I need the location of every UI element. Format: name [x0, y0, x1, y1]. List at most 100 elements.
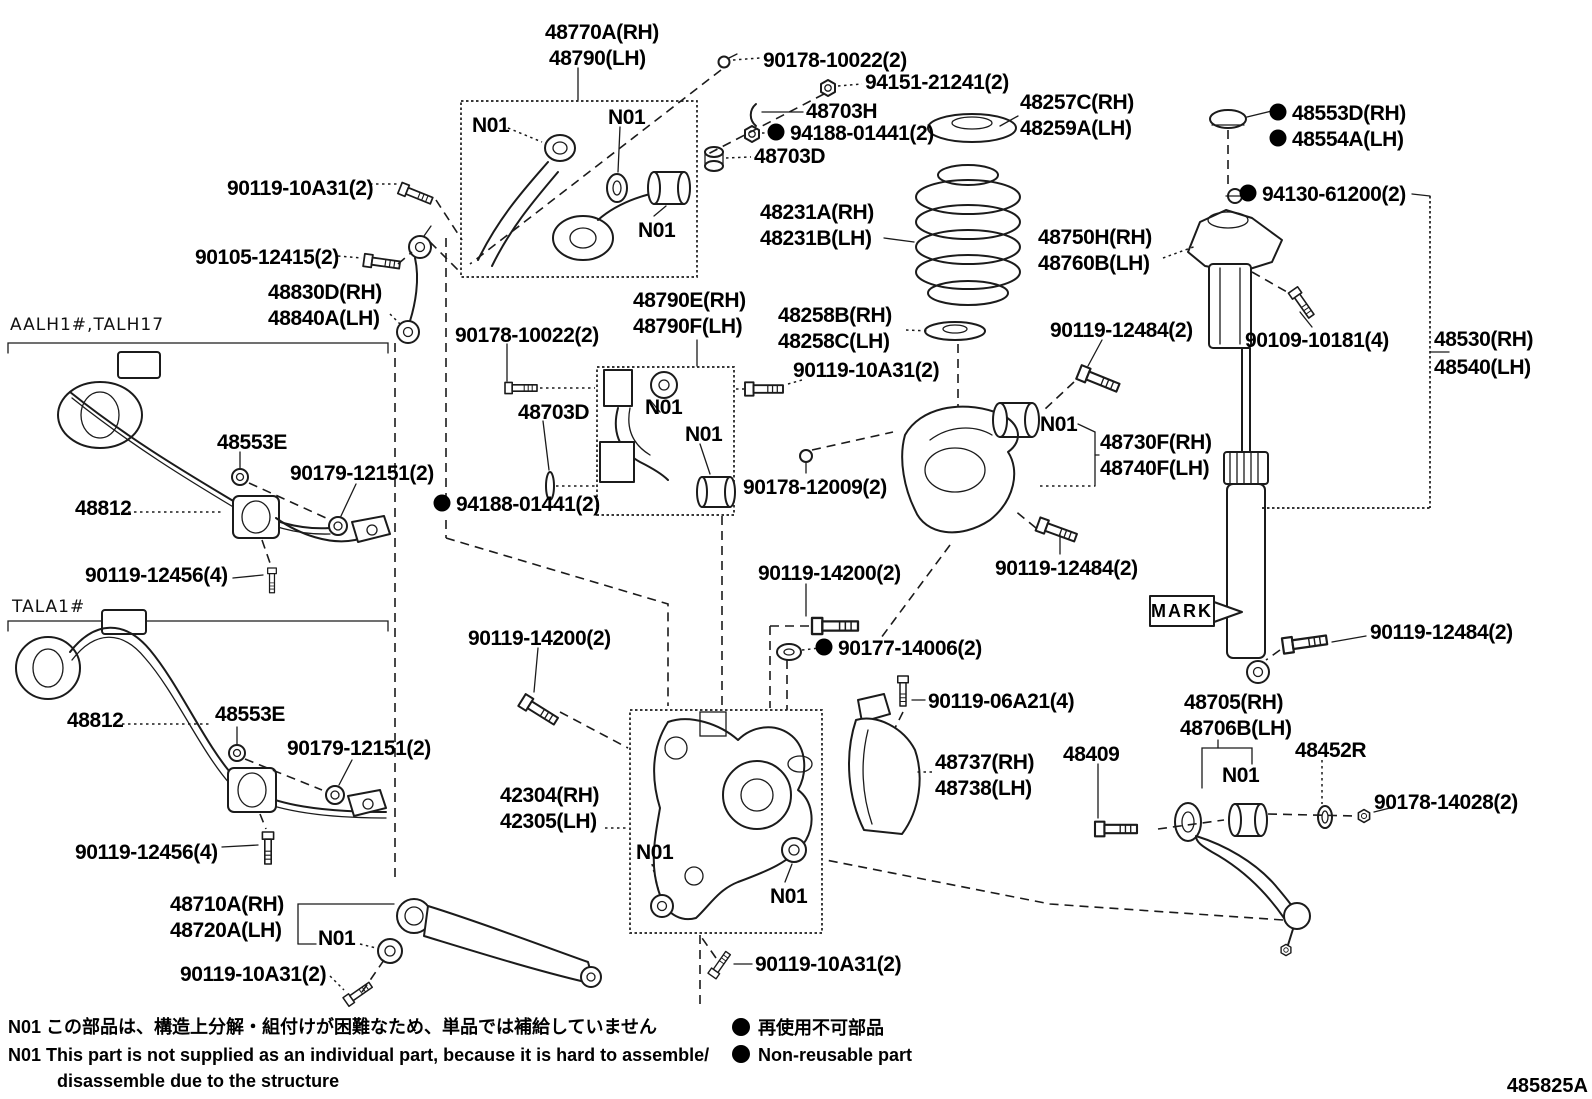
part-label-90119-10a31-a[interactable]: 90119-10A31(2) — [227, 177, 374, 200]
splash-shield-drawing — [848, 693, 932, 835]
part-label-48812-b[interactable]: 48812 — [67, 709, 124, 732]
non-reusable-dot-icon — [1269, 103, 1287, 121]
part-label-48553e-a[interactable]: 48553E — [217, 431, 288, 454]
part-label-48530-rh[interactable]: 48530(RH) — [1434, 328, 1534, 351]
part-label-90119-06a21[interactable]: 90119-06A21(4) — [928, 690, 1075, 713]
part-label-48553e-b[interactable]: 48553E — [215, 703, 286, 726]
part-label-42305-lh[interactable]: 42305(LH) — [500, 810, 597, 833]
part-label-48760b-lh[interactable]: 48760B(LH) — [1038, 252, 1150, 275]
part-label-48730f-rh[interactable]: 48730F(RH) — [1100, 431, 1212, 454]
part-label-48790e-rh[interactable]: 48790E(RH) — [633, 289, 746, 312]
front-lower-arm-drawing — [297, 898, 602, 1008]
part-label-42304-rh[interactable]: 42304(RH) — [500, 784, 600, 807]
part-label-48790f-lh[interactable]: 48790F(LH) — [633, 315, 743, 338]
part-label-48705-rh[interactable]: 48705(RH) — [1184, 691, 1284, 714]
toe-control-arm-box-drawing — [504, 339, 803, 516]
part-label-48840a-lh[interactable]: 48840A(LH) — [268, 307, 380, 330]
part-label-94151-21241[interactable]: 94151-21241(2) — [865, 71, 1009, 94]
note-ref-n01-6: N01 — [1040, 413, 1078, 436]
figure-code: 485825A — [1507, 1075, 1588, 1097]
part-labels: 48770A(RH)48790(LH)90178-10022(2)94151-2… — [67, 21, 1534, 986]
section-label-upper-stabilizer: AALH1#,TALH17 — [10, 315, 164, 335]
note-ref-n01-1: N01 — [472, 114, 510, 137]
mark-label: MARK — [1151, 601, 1213, 621]
part-label-48812-a[interactable]: 48812 — [75, 497, 132, 520]
part-label-48258c-lh[interactable]: 48258C(LH) — [778, 330, 890, 353]
part-label-90119-12484-a[interactable]: 90119-12484(2) — [1050, 319, 1193, 342]
part-label-48790-lh[interactable]: 48790(LH) — [549, 47, 646, 70]
part-label-48710a-rh[interactable]: 48710A(RH) — [170, 893, 284, 916]
upper-control-arm-drawing — [460, 67, 698, 278]
rear-lower-control-arm-drawing — [825, 631, 1391, 957]
part-label-48703d-a[interactable]: 48703D — [754, 145, 826, 168]
part-label-48258b-rh[interactable]: 48258B(RH) — [778, 304, 892, 327]
non-reusable-dot-icon — [767, 123, 785, 141]
shock-absorber-drawing — [1162, 109, 1317, 684]
non-reusable-dot-icon — [433, 494, 451, 512]
part-label-48231b-lh[interactable]: 48231B(LH) — [760, 227, 872, 250]
part-label-90119-12484-b[interactable]: 90119-12484(2) — [995, 557, 1138, 580]
part-label-48259a-lh[interactable]: 48259A(LH) — [1020, 117, 1132, 140]
part-label-90119-10a31-d[interactable]: 90119-10A31(2) — [755, 953, 902, 976]
part-label-48554a-lh[interactable]: 48554A(LH) — [1292, 128, 1404, 151]
part-label-90119-12456-a[interactable]: 90119-12456(4) — [85, 564, 228, 587]
part-label-90179-12151-b[interactable]: 90179-12151(2) — [287, 737, 431, 760]
part-label-48231a-rh[interactable]: 48231A(RH) — [760, 201, 874, 224]
part-label-48770a-rh[interactable]: 48770A(RH) — [545, 21, 659, 44]
part-label-48703d-b[interactable]: 48703D — [518, 401, 590, 424]
note-n01-japanese: N01 この部品は、構造上分解・組付けが困難なため、単品では補給していません — [8, 1016, 657, 1037]
non-reusable-dot-icon — [1239, 184, 1257, 202]
part-label-90119-12456-b[interactable]: 90119-12456(4) — [75, 841, 218, 864]
part-label-90177-14006[interactable]: 90177-14006(2) — [838, 637, 982, 660]
stabilizer-bar-lower-drawing — [15, 609, 387, 865]
part-label-48830d-rh[interactable]: 48830D(RH) — [268, 281, 382, 304]
part-label-48540-lh[interactable]: 48540(LH) — [1434, 356, 1531, 379]
part-label-94130-61200[interactable]: 94130-61200(2) — [1262, 183, 1406, 206]
part-label-48703h[interactable]: 48703H — [806, 100, 878, 123]
part-label-90109-10181[interactable]: 90109-10181(4) — [1245, 329, 1389, 352]
part-label-90178-12009[interactable]: 90178-12009(2) — [743, 476, 887, 499]
note-ref-n01-10: N01 — [1222, 764, 1260, 787]
section-label-lower-stabilizer: TALA1# — [11, 597, 85, 617]
note-n01-english-line1: N01 This part is not supplied as an indi… — [8, 1045, 709, 1065]
part-label-48706b-lh[interactable]: 48706B(LH) — [1180, 717, 1292, 740]
coil-spring-drawing — [883, 113, 1021, 468]
legend-non-reusable-japanese: 再使用不可部品 — [758, 1017, 884, 1038]
part-label-48740f-lh[interactable]: 48740F(LH) — [1100, 457, 1210, 480]
part-label-94188-01441-b[interactable]: 94188-01441(2) — [456, 493, 600, 516]
part-label-94188-01441-a[interactable]: 94188-01441(2) — [790, 122, 934, 145]
part-label-90119-12484-c[interactable]: 90119-12484(2) — [1370, 621, 1513, 644]
part-label-90119-10a31-c[interactable]: 90119-10A31(2) — [180, 963, 327, 986]
rear-axle-knuckle-drawing — [605, 709, 823, 934]
part-label-90178-14028[interactable]: 90178-14028(2) — [1374, 791, 1518, 814]
part-label-48738-lh[interactable]: 48738(LH) — [935, 777, 1032, 800]
part-label-90119-14200-b[interactable]: 90119-14200(2) — [468, 627, 611, 650]
note-ref-n01-8: N01 — [770, 885, 808, 908]
part-label-90119-14200-a[interactable]: 90119-14200(2) — [758, 562, 901, 585]
non-reusable-dot-icon — [732, 1045, 750, 1063]
part-label-48737-rh[interactable]: 48737(RH) — [935, 751, 1035, 774]
section-brackets — [7, 238, 447, 878]
part-label-48409[interactable]: 48409 — [1063, 743, 1120, 766]
part-label-48257c-rh[interactable]: 48257C(RH) — [1020, 91, 1134, 114]
part-label-48720a-lh[interactable]: 48720A(LH) — [170, 919, 282, 942]
note-ref-n01-3: N01 — [638, 219, 676, 242]
part-label-90119-10a31-b[interactable]: 90119-10A31(2) — [793, 359, 940, 382]
part-label-48553d-rh[interactable]: 48553D(RH) — [1292, 102, 1406, 125]
note-ref-n01-5: N01 — [685, 423, 723, 446]
note-ref-n01-9: N01 — [318, 927, 356, 950]
part-label-90179-12151-a[interactable]: 90179-12151(2) — [290, 462, 434, 485]
top-fasteners — [469, 53, 863, 265]
mark-callout: MARK — [1149, 595, 1243, 627]
note-ref-n01-2: N01 — [608, 106, 646, 129]
note-ref-n01-4: N01 — [645, 396, 683, 419]
part-label-90105-12415[interactable]: 90105-12415(2) — [195, 246, 339, 269]
knuckle-fasteners — [445, 516, 926, 1004]
part-label-48750h-rh[interactable]: 48750H(RH) — [1038, 226, 1152, 249]
non-reusable-dot-icon — [732, 1018, 750, 1036]
part-label-90178-10022-a[interactable]: 90178-10022(2) — [763, 49, 907, 72]
part-label-48452r[interactable]: 48452R — [1295, 739, 1367, 762]
part-label-90178-10022-b[interactable]: 90178-10022(2) — [455, 324, 599, 347]
